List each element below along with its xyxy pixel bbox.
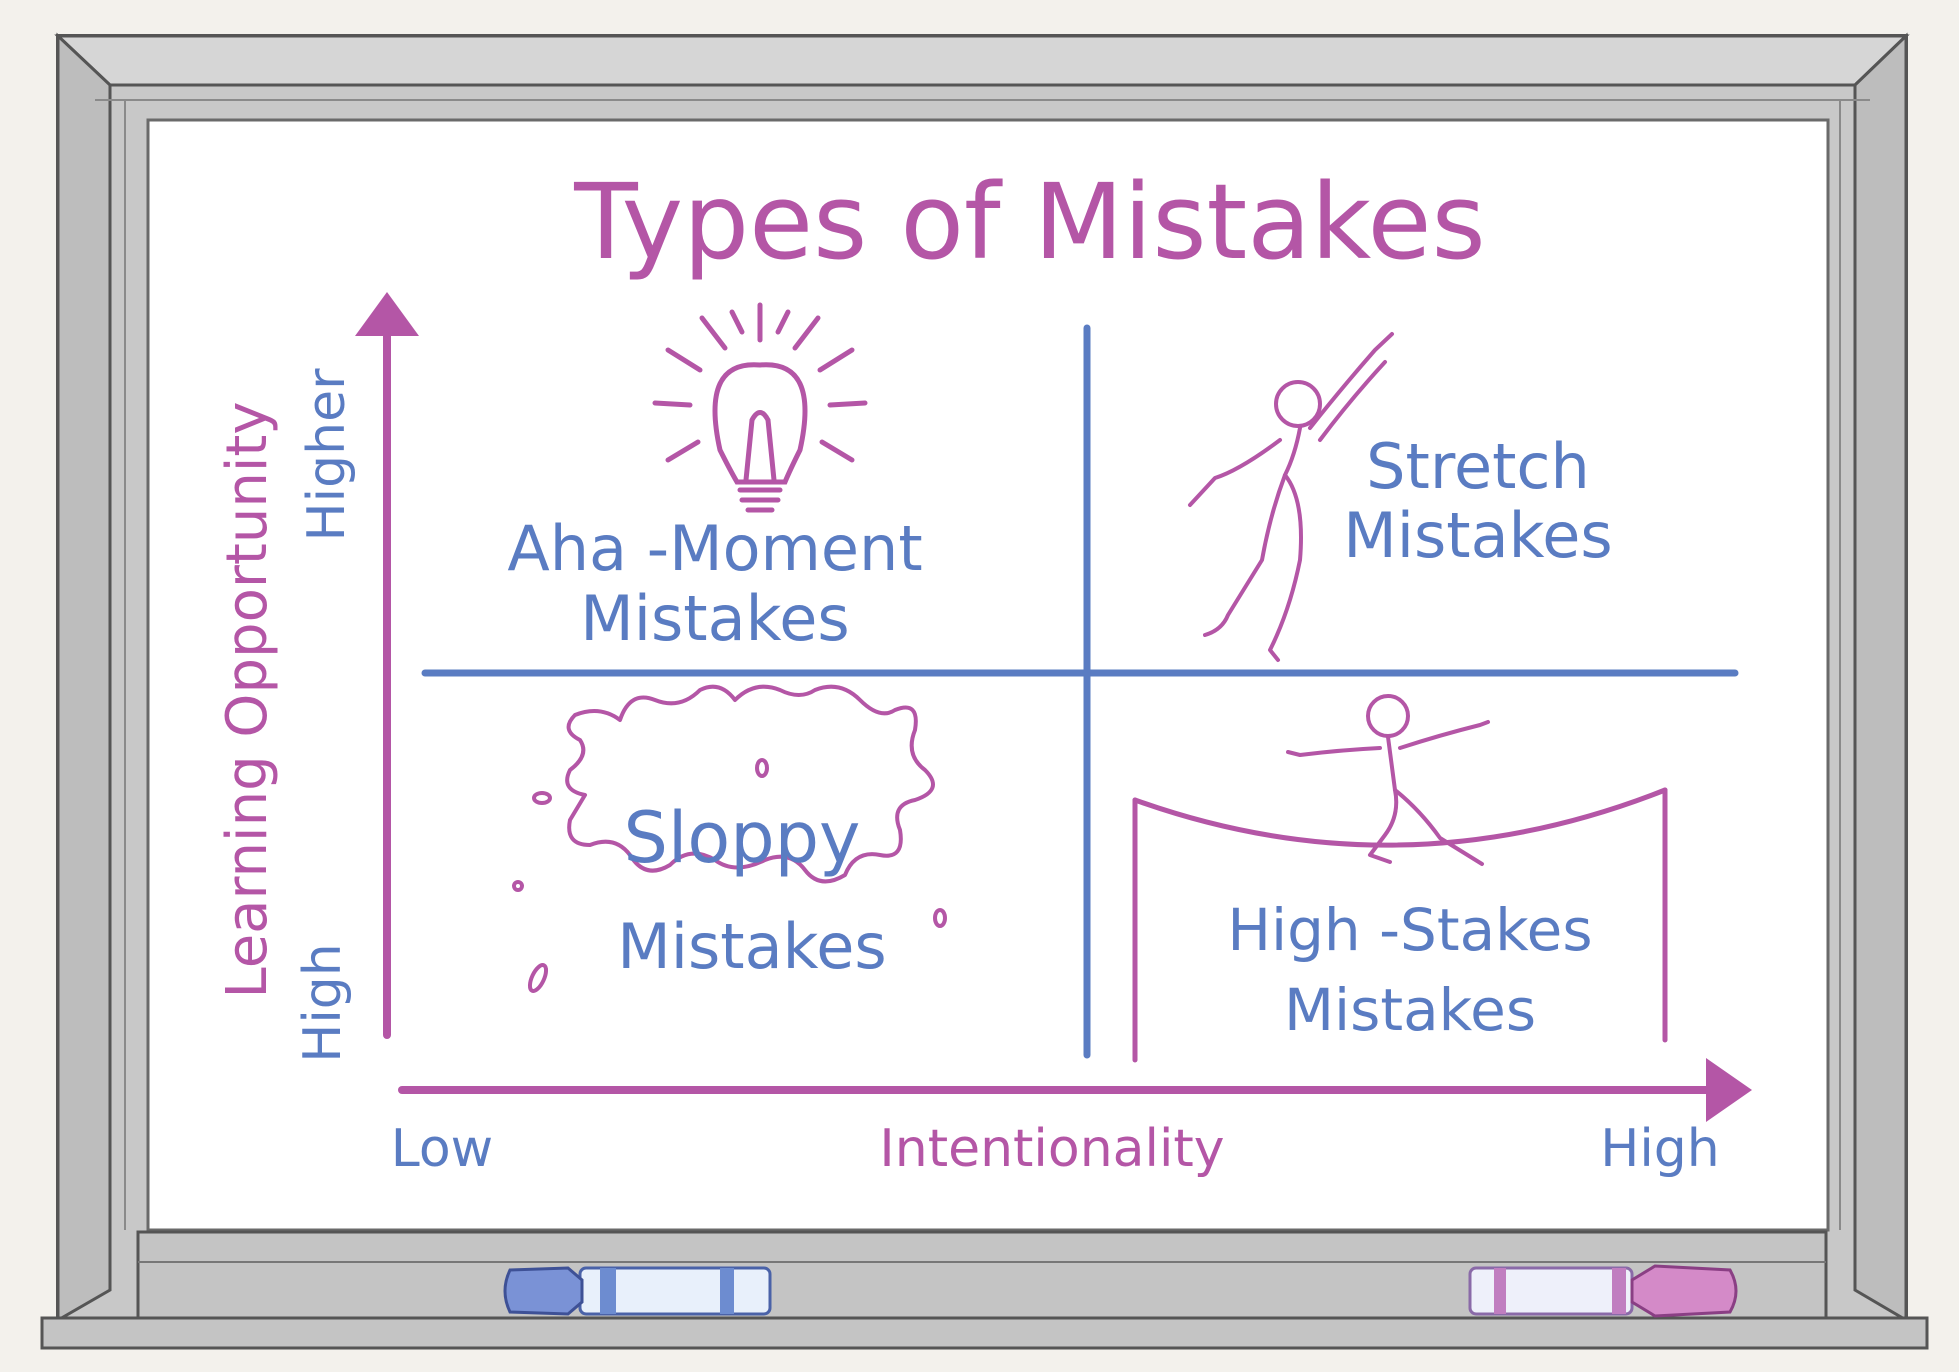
y-axis — [355, 292, 419, 1039]
x-axis-high-end-label: High — [1600, 1119, 1720, 1179]
sloppy-word: Sloppy — [623, 797, 860, 879]
stretch-label-line2: Mistakes — [1343, 499, 1612, 572]
high-stakes-label-line2: Mistakes — [1284, 976, 1536, 1044]
blue-marker-icon[interactable] — [503, 1266, 772, 1316]
lightbulb-icon — [652, 302, 868, 513]
x-axis-low-end-label: Low — [391, 1119, 493, 1179]
quadrant-aha-moment: Aha -Moment Mistakes — [507, 302, 923, 655]
x-axis — [398, 1058, 1752, 1122]
y-axis-high-end-label: Higher — [297, 368, 357, 542]
y-axis-arrowhead — [355, 292, 419, 336]
quadrant-stretch: Stretch Mistakes — [1188, 332, 1613, 662]
quadrant-high-stakes: High -Stakes Mistakes — [1132, 694, 1668, 1063]
magenta-marker-icon[interactable] — [1468, 1264, 1738, 1318]
sloppy-label-line2: Mistakes — [617, 910, 886, 983]
splash-icon — [512, 684, 947, 993]
high-stakes-label-line1: High -Stakes — [1227, 896, 1592, 964]
aha-moment-label-line1: Aha -Moment — [507, 512, 922, 585]
x-axis-label: Intentionality — [879, 1119, 1224, 1179]
diagram-title: Types of Mistakes — [573, 161, 1485, 283]
tightrope-figure-icon — [1132, 694, 1668, 1063]
stretch-label-line1: Stretch — [1366, 430, 1590, 503]
aha-moment-label-line2: Mistakes — [580, 582, 849, 655]
x-axis-arrowhead — [1706, 1058, 1752, 1122]
y-axis-low-end-label: High — [293, 943, 353, 1063]
quadrant-sloppy: Sloppy Mistakes — [512, 684, 947, 993]
y-axis-label: Learning Opportunity — [215, 402, 280, 999]
stretching-figure-icon — [1188, 332, 1394, 662]
